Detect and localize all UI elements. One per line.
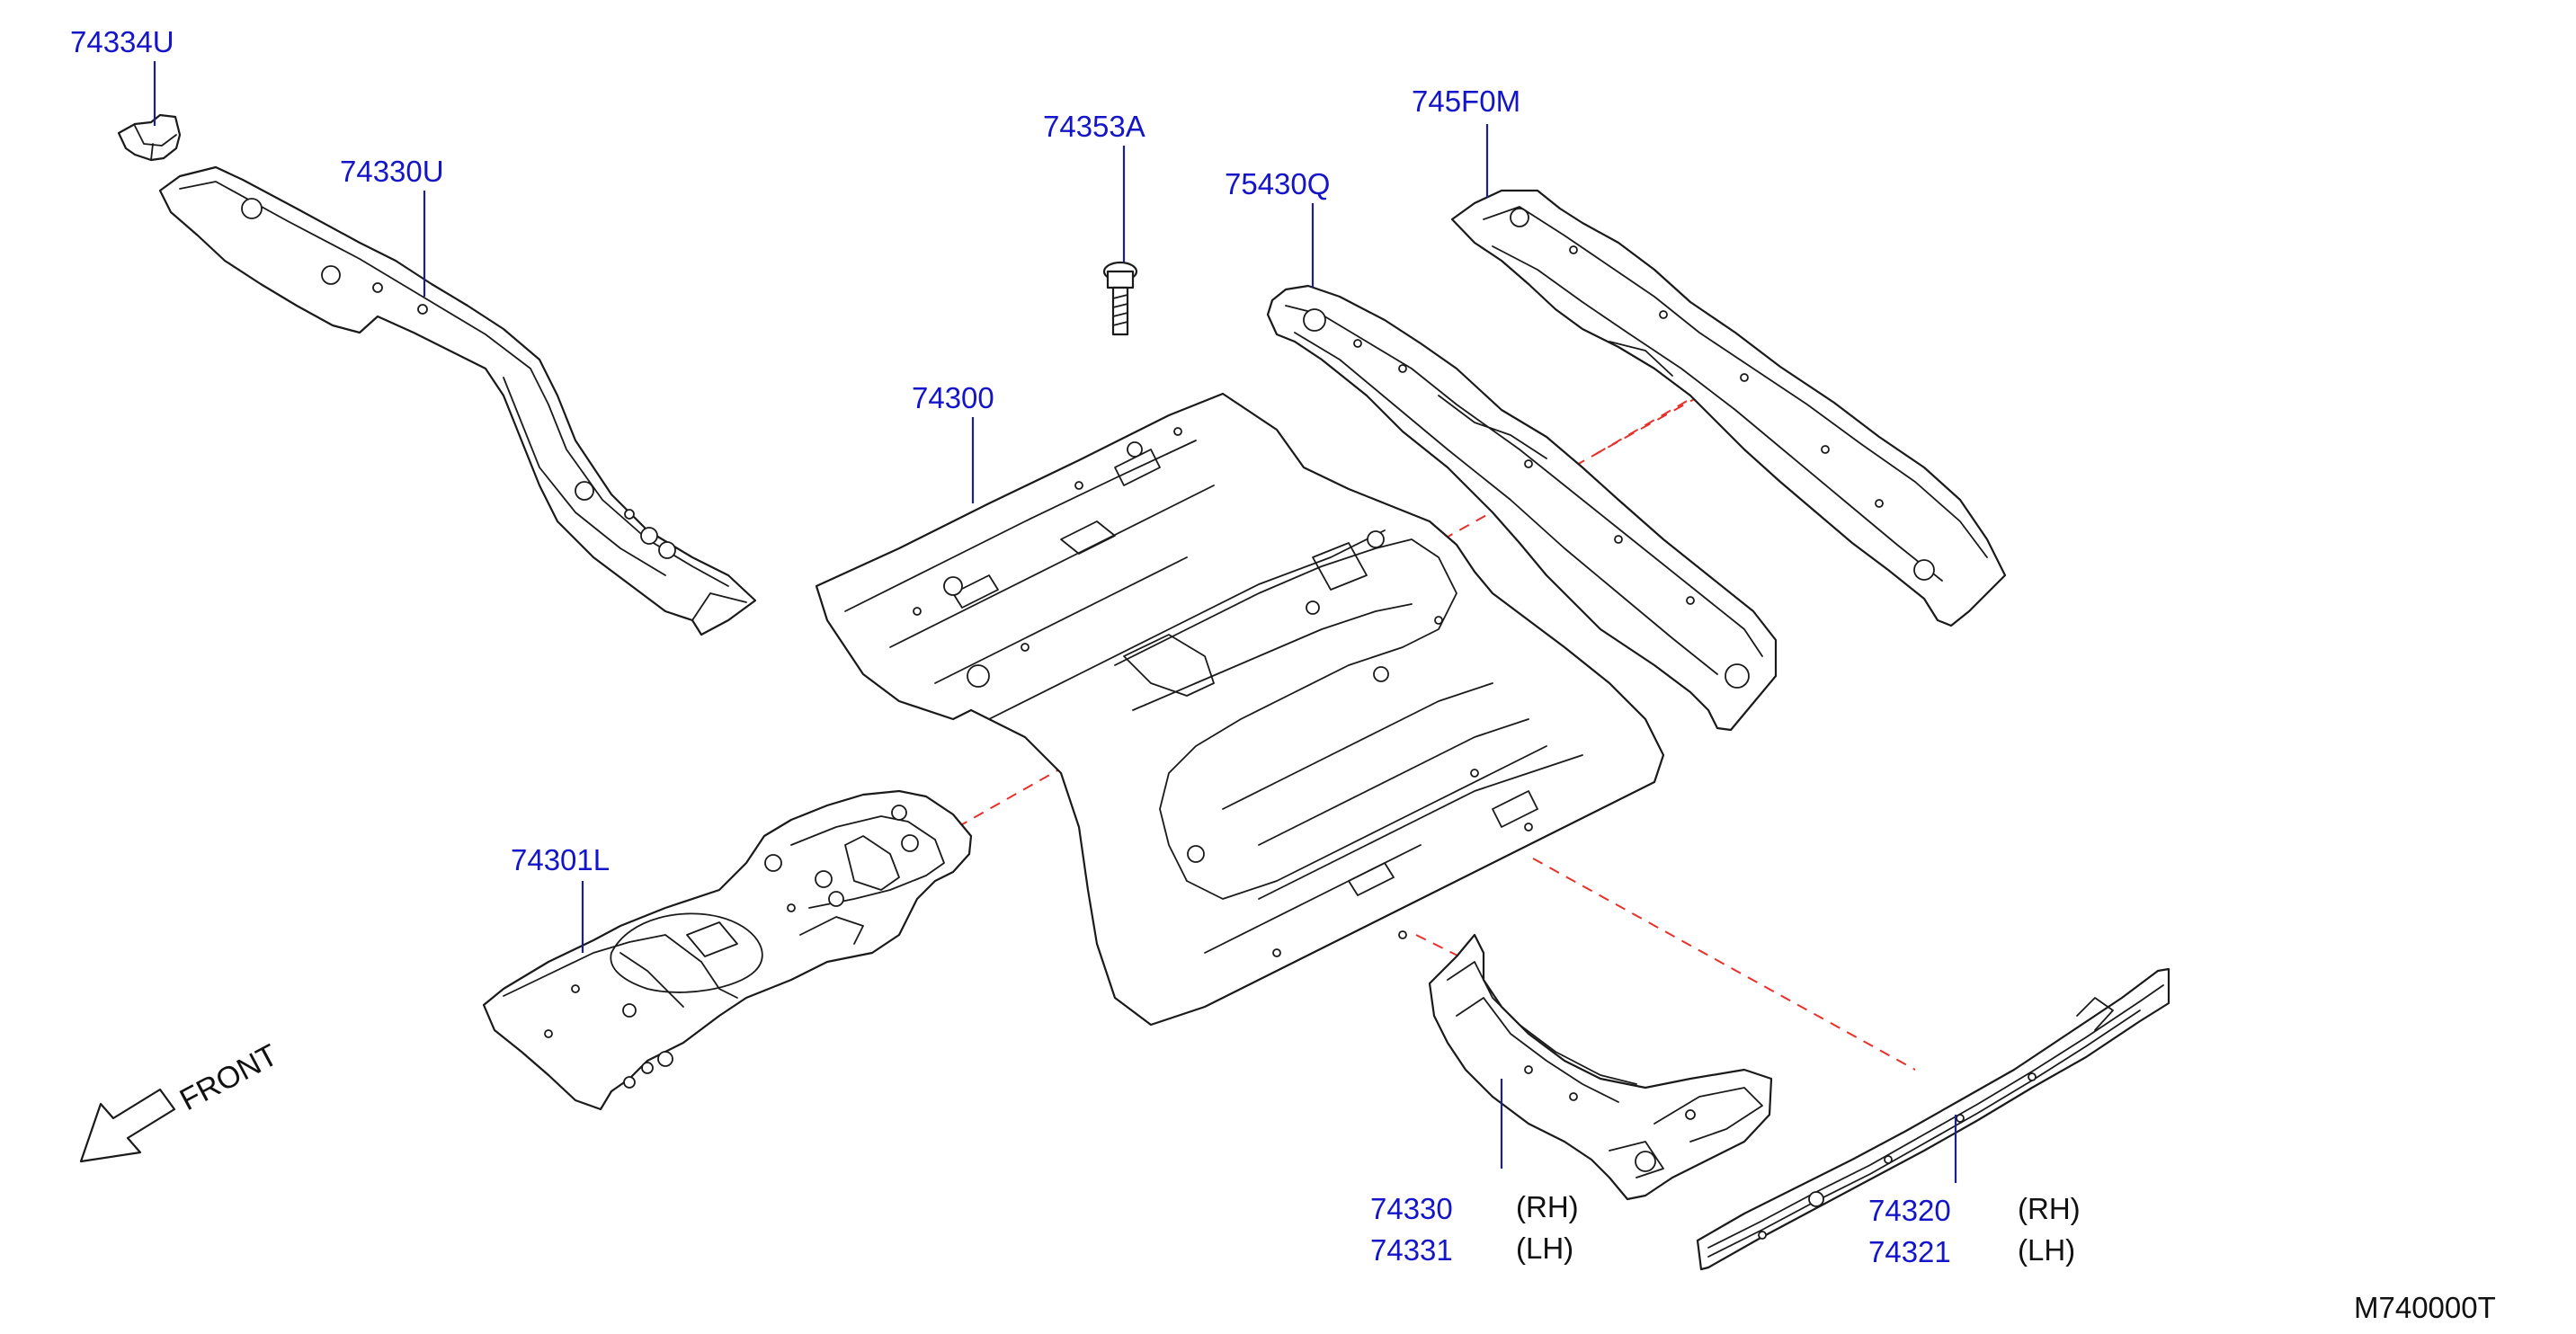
label-74330U: 74330U bbox=[340, 155, 444, 188]
guide-crossmember-rear bbox=[1595, 393, 1700, 455]
label-75430Q: 75430Q bbox=[1225, 167, 1330, 200]
label-745F0M: 745F0M bbox=[1412, 84, 1520, 118]
side-74331: (LH) bbox=[1516, 1232, 1573, 1265]
front-label: FRONT bbox=[174, 1038, 283, 1118]
part-74320-sill bbox=[1696, 967, 2170, 1271]
label-74301L: 74301L bbox=[511, 843, 610, 876]
label-74321: 74321 bbox=[1868, 1235, 1951, 1268]
label-74300: 74300 bbox=[912, 381, 994, 414]
label-74353A: 74353A bbox=[1043, 110, 1145, 143]
label-74331: 74331 bbox=[1370, 1233, 1453, 1267]
part-75430Q-crossmember bbox=[1266, 284, 1778, 732]
side-74330: (RH) bbox=[1516, 1190, 1579, 1223]
guide-front-floor bbox=[957, 750, 1093, 828]
part-74330U-member bbox=[158, 165, 757, 636]
part-74301L-front-floor bbox=[482, 789, 973, 1111]
side-74320: (RH) bbox=[2018, 1192, 2081, 1225]
front-arrow-icon bbox=[79, 1088, 176, 1163]
part-74353A-bolt bbox=[1102, 261, 1138, 336]
part-745F0M-crossmember bbox=[1450, 189, 2007, 627]
guide-crossmember-front bbox=[1442, 393, 1705, 540]
label-74330: 74330 bbox=[1370, 1192, 1453, 1225]
leader-lines bbox=[153, 61, 1957, 1183]
part-74300-floor-panel bbox=[815, 392, 1665, 1027]
part-labels: 74334U 74330U 74353A 75430Q 745F0M 74300… bbox=[70, 25, 2081, 1268]
label-74334U: 74334U bbox=[70, 25, 174, 58]
front-direction-indicator: FRONT bbox=[79, 1038, 283, 1163]
part-74334U-bracket bbox=[117, 113, 182, 162]
part-74330-side-member bbox=[1428, 933, 1773, 1201]
label-74320: 74320 bbox=[1868, 1194, 1951, 1227]
drawing-code: M740000T bbox=[2354, 1291, 2496, 1324]
guide-sill bbox=[1532, 858, 1916, 1071]
side-74321: (LH) bbox=[2018, 1233, 2075, 1267]
